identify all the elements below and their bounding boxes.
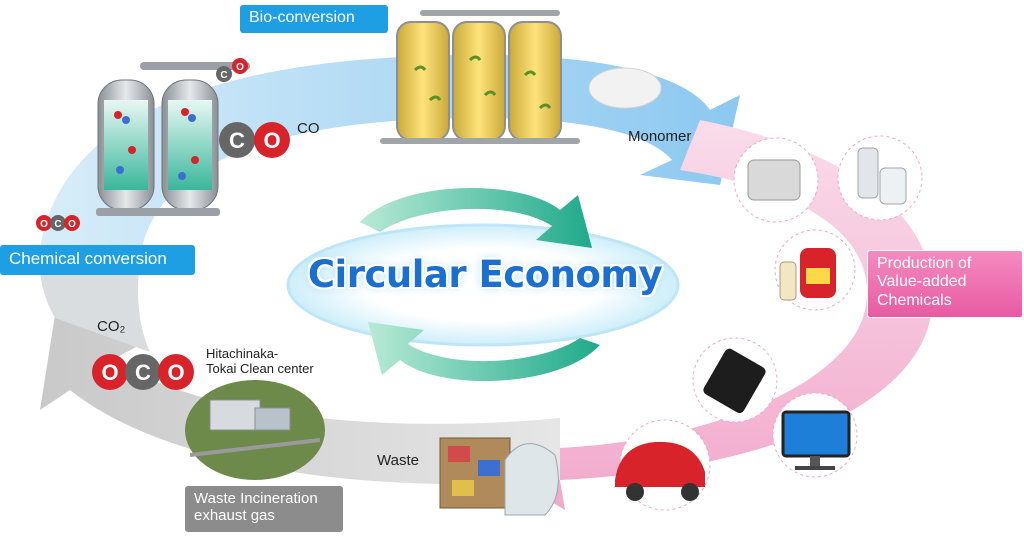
co2-molecule: O C O xyxy=(92,354,194,390)
green-arrow-bottom xyxy=(368,322,600,382)
gray-left-band xyxy=(39,250,150,352)
monomer-label: Monomer xyxy=(628,128,692,145)
chemical-conversion-label: Chemical conversion xyxy=(0,245,195,275)
co-label: CO xyxy=(297,120,320,137)
co-molecule-small: C O xyxy=(216,58,248,82)
svg-text:O: O xyxy=(236,62,244,73)
svg-text:C: C xyxy=(54,219,61,230)
gray-arrow-band xyxy=(40,315,560,485)
center-oval xyxy=(286,223,680,347)
product-icons xyxy=(615,135,923,511)
plant-name-label: Hitachinaka- Tokai Clean center xyxy=(206,346,314,376)
waste-label: Waste xyxy=(377,452,419,469)
oxygen-atom-label: O xyxy=(263,128,280,153)
monomer-pile xyxy=(588,67,662,109)
svg-text:C: C xyxy=(135,360,151,385)
svg-text:C: C xyxy=(220,70,227,81)
co2-molecule-small: O C O xyxy=(36,215,80,231)
carbon-atom-label: C xyxy=(229,128,245,153)
waste-pile xyxy=(439,437,559,516)
plant-photo xyxy=(185,380,325,480)
svg-text:O: O xyxy=(167,360,184,385)
svg-text:O: O xyxy=(101,360,118,385)
svg-text:O: O xyxy=(68,219,76,230)
co2-label: CO₂ xyxy=(97,318,126,335)
green-arrow-top xyxy=(360,188,592,248)
waste-incineration-label: Waste Incineration exhaust gas xyxy=(185,486,343,532)
bio-conversion-label: Bio-conversion xyxy=(240,5,388,33)
chemical-reactors xyxy=(96,62,250,216)
co-molecule: C O xyxy=(219,122,290,158)
production-label: Production of Value-added Chemicals xyxy=(867,250,1023,318)
svg-text:O: O xyxy=(40,219,48,230)
center-title: Circular Economy xyxy=(307,253,663,296)
bio-tanks xyxy=(380,10,580,144)
